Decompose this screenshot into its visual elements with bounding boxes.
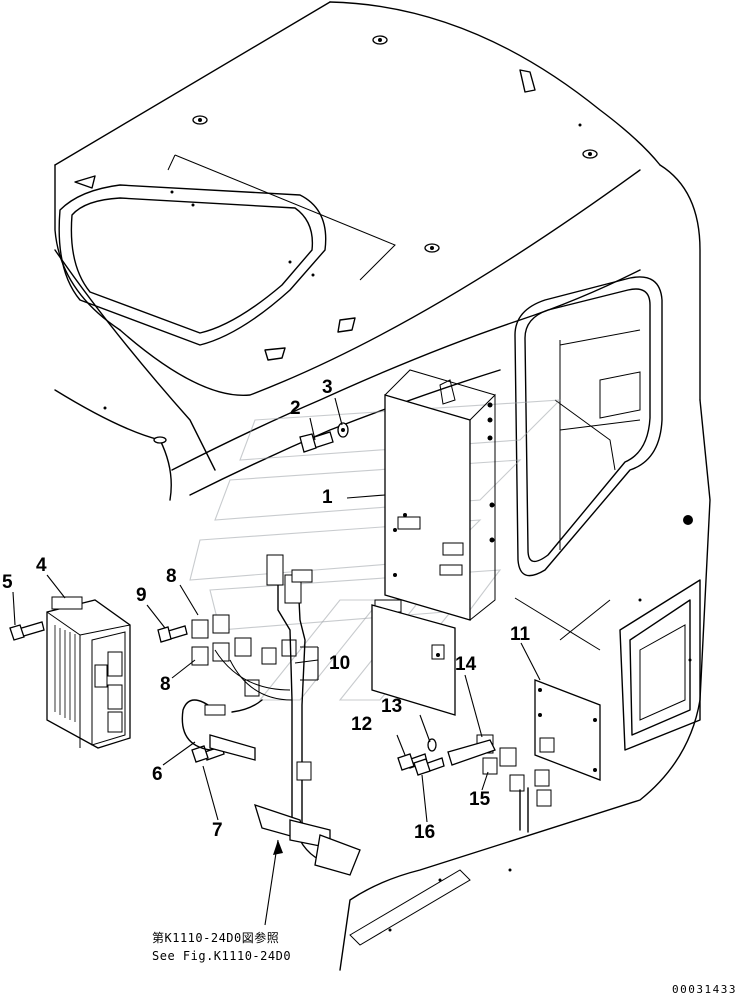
callout-14: 14 bbox=[455, 654, 477, 675]
wiring-harness bbox=[214, 554, 361, 876]
controller-unit bbox=[46, 596, 131, 749]
callout-8-lower: 8 bbox=[160, 674, 171, 695]
mounting-bracket bbox=[374, 369, 496, 621]
callout-8-upper: 8 bbox=[166, 566, 177, 587]
relay-group bbox=[191, 614, 297, 697]
callout-13: 13 bbox=[381, 696, 402, 717]
callout-16: 16 bbox=[414, 822, 435, 843]
callout-5: 5 bbox=[2, 572, 13, 593]
callout-1: 1 bbox=[322, 487, 333, 508]
callout-11: 11 bbox=[510, 624, 531, 645]
reference-note-en: See Fig.K1110-24D0 bbox=[152, 949, 291, 963]
relay-14-15 bbox=[447, 734, 555, 833]
washer-3 bbox=[337, 422, 349, 438]
callout-10: 10 bbox=[329, 653, 350, 674]
bolt-12 bbox=[397, 753, 428, 771]
bolt-9 bbox=[157, 625, 188, 643]
callout-2: 2 bbox=[290, 398, 301, 419]
reference-note-jp: 第K1110-24D0図参照 bbox=[152, 930, 279, 945]
cab-lower-side bbox=[339, 399, 711, 971]
callout-4: 4 bbox=[36, 555, 47, 576]
callout-7: 7 bbox=[212, 820, 223, 841]
callout-15: 15 bbox=[469, 789, 491, 810]
bolt-2 bbox=[299, 431, 334, 453]
bolt-16 bbox=[413, 757, 445, 776]
cab-side-window bbox=[514, 276, 663, 577]
callout-6: 6 bbox=[152, 764, 163, 785]
leader-lines bbox=[12, 397, 541, 926]
plate bbox=[371, 604, 456, 716]
callout-3: 3 bbox=[322, 377, 333, 398]
bolt-5 bbox=[9, 621, 45, 641]
callout-12: 12 bbox=[351, 714, 372, 735]
callout-labels: 1 2 3 4 5 6 7 8 8 9 10 11 12 13 14 15 16 bbox=[2, 377, 531, 843]
side-bracket bbox=[514, 597, 611, 781]
callout-9: 9 bbox=[136, 585, 147, 606]
cab-body bbox=[54, 1, 701, 501]
drawing-code: 00031433 bbox=[672, 983, 737, 996]
sensor-cable bbox=[181, 699, 263, 761]
reference-note: 第K1110-24D0図参照 See Fig.K1110-24D0 bbox=[152, 930, 291, 963]
